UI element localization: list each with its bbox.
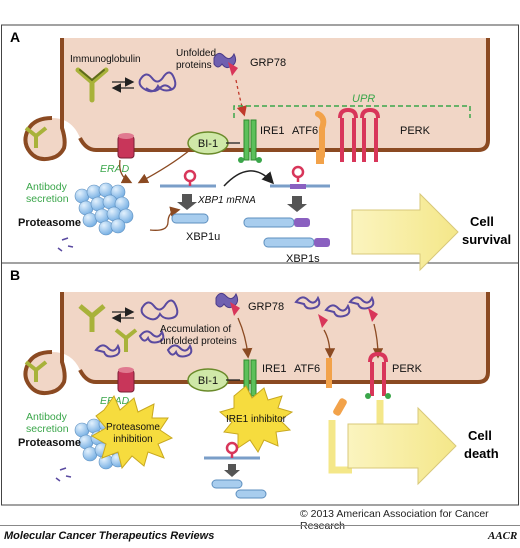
- secreted-antibody-icon-b: [24, 360, 48, 382]
- copyright-notice: © 2013 American Association for Cancer R…: [300, 508, 489, 532]
- secreted-antibody-icon-a: [24, 126, 48, 148]
- perk-icon-b: [365, 351, 391, 399]
- panel-a-letter: A: [10, 29, 20, 45]
- er-membrane-bottom-a: [78, 38, 490, 152]
- perk-label-b: PERK: [392, 363, 423, 375]
- atf6-icon-b: [326, 358, 332, 388]
- translation-arrows-a: [177, 194, 307, 212]
- proteasome-inhibition-label-1: Proteasome: [106, 422, 160, 433]
- xbp1u-to-proteasome-arrow: [149, 206, 181, 231]
- grp78-icon: [213, 52, 238, 76]
- ire1-icon-a: [238, 119, 262, 163]
- peptide-fragments-b: [55, 467, 72, 482]
- grp78-to-ire1-arrow-b: [237, 317, 253, 359]
- perk-icon-a: [338, 107, 380, 162]
- equilibrium-arrows: [111, 77, 135, 93]
- xbp1-mrna-a: [160, 165, 330, 189]
- grp78-icon-b: [215, 292, 378, 328]
- unfolded-protein-icon: [138, 71, 177, 93]
- xbp1s-protein: [243, 217, 330, 248]
- grp78-to-atf6-arrow-b: [323, 329, 336, 359]
- proteasome-icon-a: [74, 182, 134, 236]
- unfolded-proteins-label-2: proteins: [176, 60, 212, 71]
- ire1-label-b: IRE1: [262, 363, 286, 375]
- ire1-inhibitor-label: IRE1 inhibitor: [226, 414, 287, 425]
- accumulation-label-2: unfolded proteins: [160, 336, 237, 347]
- grp78-release-arrow: [235, 79, 247, 117]
- xbp1s-label: XBP1s: [286, 253, 320, 265]
- cell-survival-arrow: [351, 192, 459, 272]
- splicing-arrow: [223, 170, 275, 187]
- immunoglobulin-icon: [75, 67, 109, 103]
- equilibrium-arrows-b: [111, 307, 135, 323]
- ire1-label-a: IRE1: [260, 125, 284, 137]
- grp78-label-a: GRP78: [250, 57, 286, 69]
- upr-bracket: [233, 105, 471, 118]
- antibody-secretion-b-2: secretion: [26, 423, 69, 435]
- cell-survival-label-1: Cell: [470, 214, 494, 229]
- proteasome-inhibition-label-2: inhibition: [113, 434, 152, 445]
- grp78-label-b: GRP78: [248, 301, 284, 313]
- unfolded-proteins-label-1: Unfolded: [176, 48, 216, 59]
- er-lumen-a: [25, 38, 489, 160]
- atf6-label-a: ATF6: [292, 125, 318, 137]
- publisher-mark: AACR: [488, 530, 518, 542]
- footer-bar: Molecular Cancer Therapeutics Reviews AA…: [0, 525, 520, 548]
- bi1-label-b: BI-1: [198, 375, 218, 387]
- unfolded-proteins-cluster-b: [94, 295, 375, 358]
- xbp1u-protein: [171, 213, 209, 224]
- antibody-secretion-b-1: Antibody: [26, 411, 68, 423]
- erad-channel-b: [117, 367, 135, 393]
- peptide-fragments-a: [57, 237, 74, 252]
- proteasome-label-a: Proteasome: [18, 217, 81, 229]
- upr-label: UPR: [352, 93, 375, 105]
- immunoglobulin-icon-b: [78, 304, 138, 352]
- cell-death-label-1: Cell: [468, 428, 492, 443]
- proteasome-inhibition-burst: [90, 394, 174, 470]
- xbp1u-label: XBP1u: [186, 231, 220, 243]
- erad-label-a: ERAD: [100, 163, 130, 175]
- xbp1-mrna-b: [204, 441, 267, 499]
- antibody-secretion-a-1: Antibody: [26, 181, 68, 193]
- bi1-to-proteasome-arrow-a: [137, 149, 191, 184]
- bi1-label-a: BI-1: [198, 138, 218, 150]
- atf6-icon-a: [315, 111, 327, 164]
- immunoglobulin-label: Immunoglobulin: [70, 54, 141, 65]
- erad-channel-a: [117, 133, 135, 159]
- erad-to-proteasome-arrow-a: [119, 159, 133, 184]
- panel-b-letter: B: [10, 267, 20, 283]
- perk-label-a: PERK: [400, 125, 431, 137]
- proteasome-label-b: Proteasome: [18, 437, 81, 449]
- cell-survival-label-2: survival: [462, 232, 511, 247]
- accumulation-label-1: Accumulation of: [160, 324, 231, 335]
- xbp1-mrna-label: XBP1 mRNA: [197, 195, 256, 206]
- er-membrane-bottom-b: [78, 292, 490, 384]
- cell-death-label-2: death: [464, 446, 499, 461]
- journal-title: Molecular Cancer Therapeutics Reviews: [4, 530, 215, 542]
- antibody-secretion-a-2: secretion: [26, 193, 69, 205]
- ire1-inhibitor-burst: [218, 385, 294, 453]
- cell-death-arrow: [347, 406, 457, 486]
- atf6-label-b: ATF6: [294, 363, 320, 375]
